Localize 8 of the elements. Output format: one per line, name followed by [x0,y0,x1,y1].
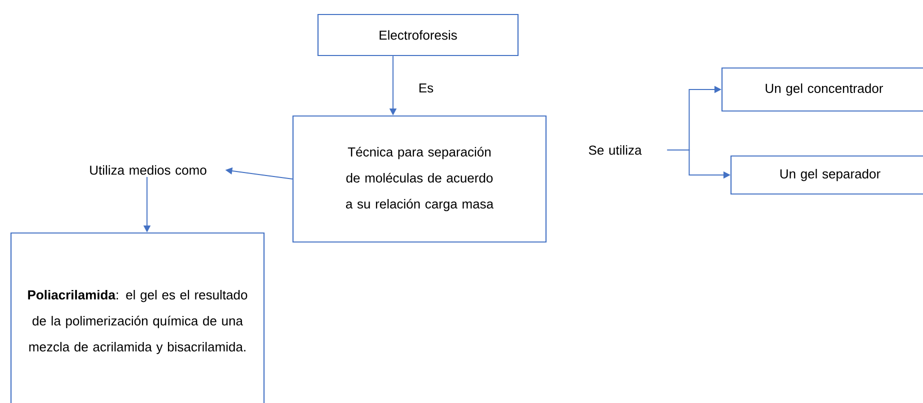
concept-box: Electroforesis [317,14,519,56]
concept-box: Un gel concentrador [721,67,923,112]
concept-box: Poliacrilamida: el gel es el resultado de la polimerización química de una mezcla de acrilamida y bisacrilamida. [10,232,265,403]
concept-text: Se utiliza [588,145,642,155]
concept-text: Utiliza medios como [90,165,206,175]
concept-box: Técnica para separación de moléculas de acuerdo a su relación carga masa [292,115,547,243]
edge-label: Es [417,82,435,94]
concept-box: Un gel separador [730,155,923,195]
